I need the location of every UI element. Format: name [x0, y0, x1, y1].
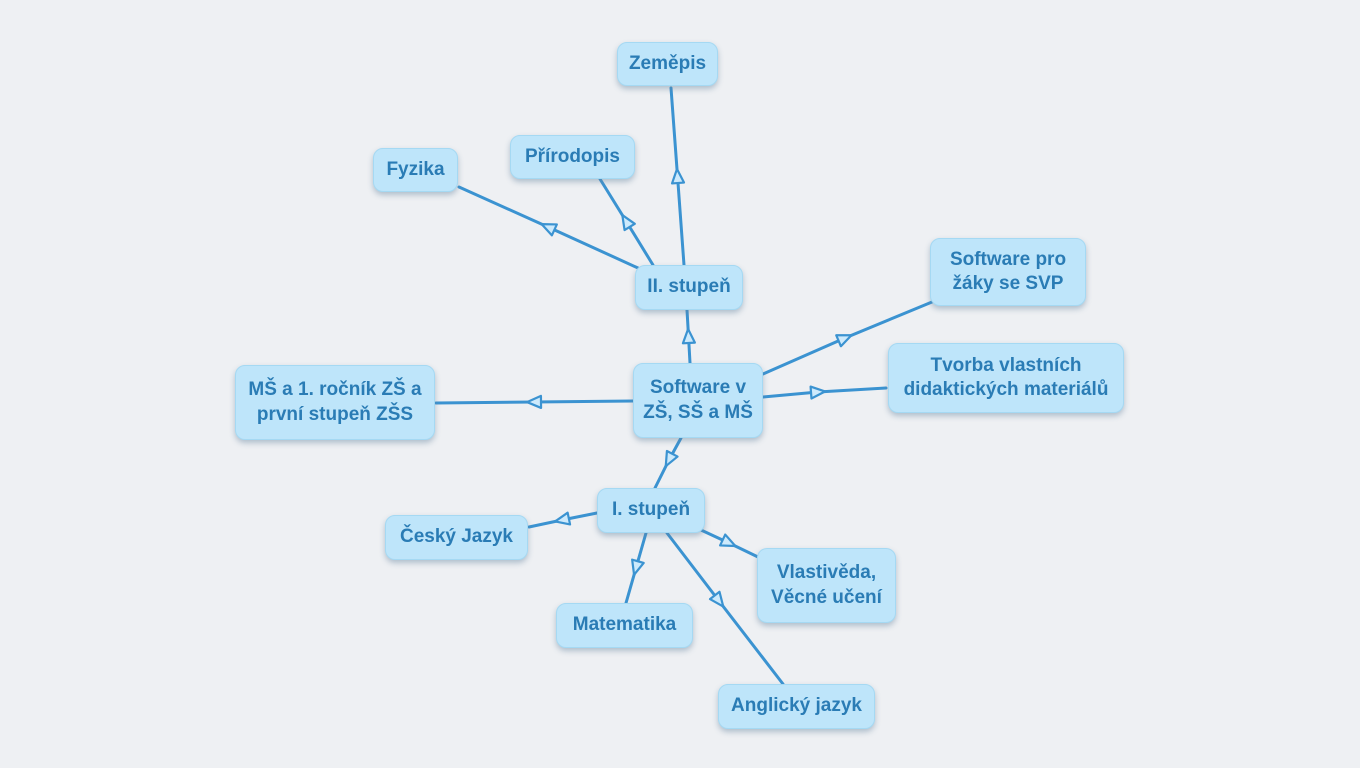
node-vlastiveda[interactable]: Vlastivěda, Věcné učení [757, 548, 896, 623]
node-zemepis[interactable]: Zeměpis [617, 42, 718, 86]
edge-ii-stupen-fyzika [457, 185, 640, 270]
node-i-stupen[interactable]: I. stupeň [597, 488, 705, 533]
edge-root-tvorba [761, 385, 888, 400]
node-fyzika[interactable]: Fyzika [373, 148, 458, 192]
node-ms-zs[interactable]: MŠ a 1. ročník ZŠ a první stupeň ZŠS [235, 365, 435, 440]
edge-root-svp [761, 300, 934, 376]
edge-root-i-stupen [653, 436, 683, 490]
node-matematika[interactable]: Matematika [556, 603, 693, 648]
node-prirodopis[interactable]: Přírodopis [510, 135, 635, 179]
node-tvorba[interactable]: Tvorba vlastních didaktických materiálů [888, 343, 1124, 413]
edge-i-stupen-cesky [527, 511, 599, 529]
edge-root-ii-stupen [681, 308, 696, 365]
node-root[interactable]: Software v ZŠ, SŠ a MŠ [633, 363, 763, 438]
edge-ii-stupen-prirodopis [598, 177, 655, 267]
edge-ii-stupen-zemepis [669, 86, 686, 267]
node-ii-stupen[interactable]: II. stupeň [635, 265, 743, 310]
edge-i-stupen-anglicky [665, 531, 785, 686]
edge-i-stupen-vlastiveda [699, 528, 760, 559]
edge-i-stupen-matematika [624, 531, 648, 605]
edge-root-ms-zs [434, 394, 635, 410]
node-cesky-jazyk[interactable]: Český Jazyk [385, 515, 528, 560]
node-svp[interactable]: Software pro žáky se SVP [930, 238, 1086, 306]
node-anglicky-jazyk[interactable]: Anglický jazyk [718, 684, 875, 729]
